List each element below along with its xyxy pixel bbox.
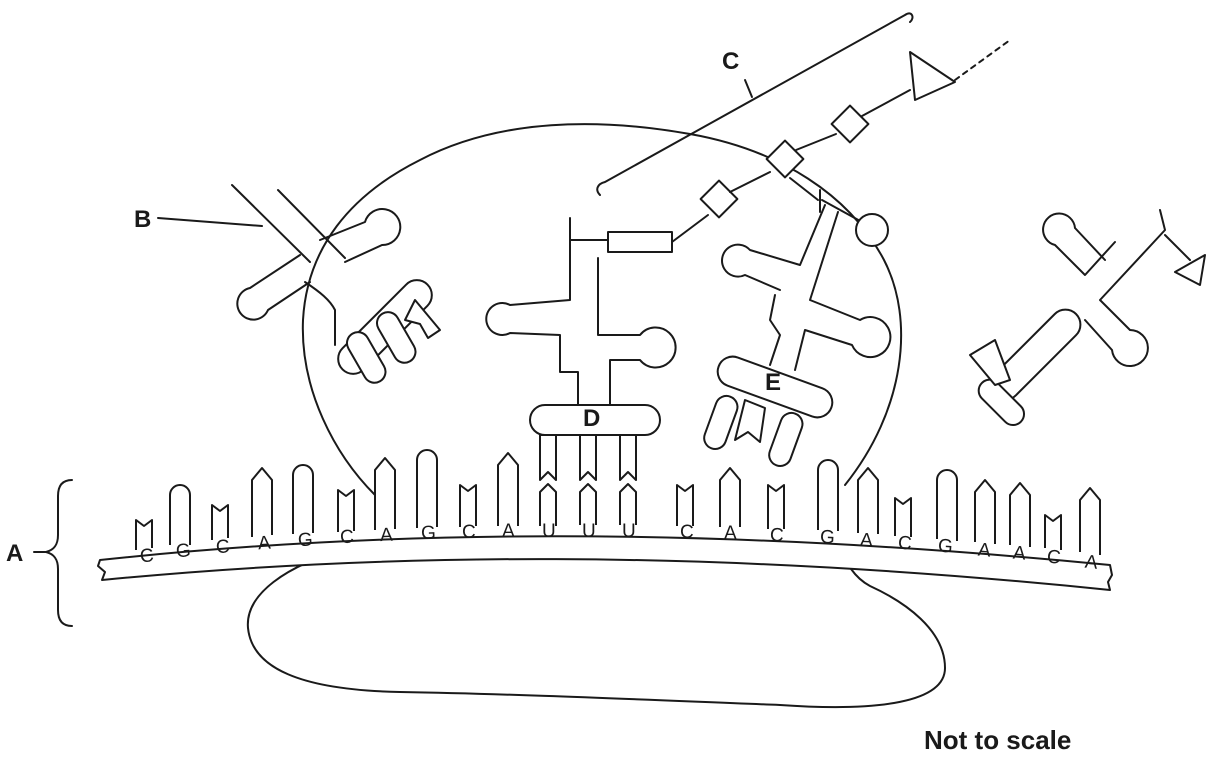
base-11: U [542,521,556,542]
base-15: A [724,523,737,544]
base-18: A [859,530,873,552]
leader-line-c [744,79,753,98]
base-4: A [257,532,271,554]
base-14: C [680,522,694,543]
leader-line-b [157,217,263,227]
mrna-strand [97,535,1113,591]
base-17: G [819,527,835,549]
mrna-codon-shapes [135,449,1101,555]
polypeptide-chain [569,39,1011,253]
base-6: C [339,527,354,549]
brace-a [45,479,73,627]
base-9: C [462,522,476,543]
label-a: A [6,540,23,567]
base-10: A [502,521,515,542]
trna-p-site [485,217,677,481]
small-ribosomal-subunit [246,544,946,709]
label-c: C [722,48,739,75]
base-21: A [977,540,992,562]
base-22: A [1012,543,1027,565]
large-ribosomal-subunit [301,123,903,496]
base-12: U [582,521,596,542]
base-2: G [175,540,192,562]
not-to-scale-note: Not to scale [924,725,1071,755]
base-23: C [1046,547,1062,569]
base-8: G [421,523,437,545]
trna-free-left [231,184,441,384]
base-24: A [1084,552,1099,574]
mrna-base-letters: C G C A G C A G C A U U U C A C G A C G … [139,521,1099,574]
base-20: G [937,536,953,558]
base-3: C [215,536,231,558]
bracket-c [596,12,914,196]
label-b: B [134,206,151,233]
trna-free-right [969,209,1206,427]
label-d: D [583,405,600,432]
label-e: E [765,369,781,396]
trna-a-site [703,189,892,467]
base-16: C [770,525,784,546]
base-19: C [897,533,912,555]
base-5: G [297,529,313,551]
base-7: A [380,525,394,546]
base-1: C [139,545,155,567]
base-13: U [622,521,636,542]
